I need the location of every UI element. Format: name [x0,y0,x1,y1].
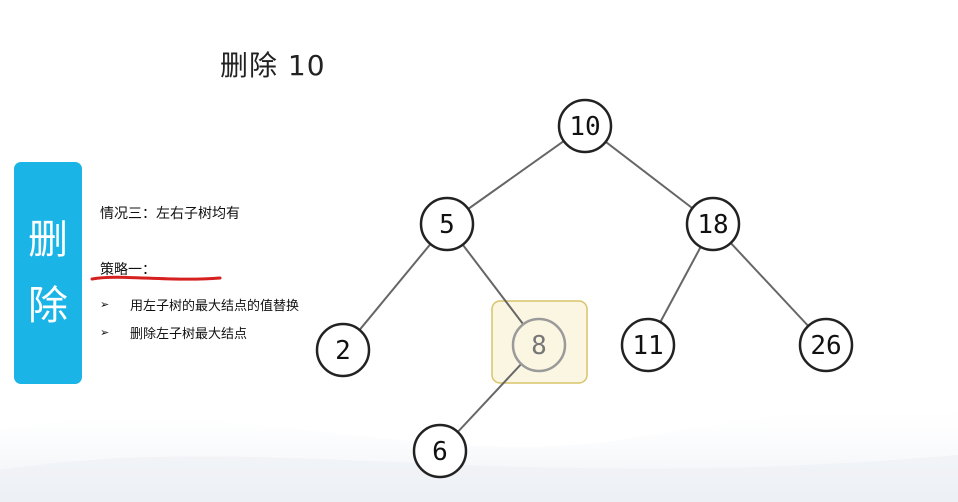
tree-node-6: 6 [412,423,468,479]
strategy-label: 策略一： [100,262,156,278]
node-circle [685,196,741,252]
node-label: 5 [439,210,455,240]
bullet-text: 用左子树的最大结点的值替换 [130,298,300,314]
bullet-item: ➢ 用左子树的最大结点的值替换 [100,290,299,318]
tree-node-10: 10 [557,98,613,154]
page-title: 删除 10 [220,49,326,82]
node-circle [798,317,854,373]
tree-node-5: 5 [419,196,475,252]
tree-node-8: 8 [511,317,567,373]
node-label: 10 [569,112,600,142]
node-label: 26 [810,331,841,361]
node-circle [315,322,371,378]
side-tab: 删 除 [14,162,82,384]
red-underline [90,275,222,281]
case-description: 情况三：左右子树均有 [100,206,240,222]
tree-edge-n10-n5 [446,125,586,225]
tree-node-18: 18 [685,196,741,252]
node-label: 2 [335,336,351,366]
side-tab-char-2: 除 [28,283,68,329]
node-label: 8 [531,331,547,361]
node-label: 6 [432,437,448,467]
node-circle [511,317,567,373]
tree-edge-n18-n26 [712,223,827,346]
bullet-item: ➢ 删除左子树最大结点 [100,318,299,346]
tree-node-11: 11 [620,317,676,373]
node-label: 18 [697,210,728,240]
node-label: 11 [632,331,663,361]
node-circle [557,98,613,154]
node-circle [620,317,676,373]
arrow-bullet-icon: ➢ [100,325,110,339]
node-circle [412,423,468,479]
bullet-text: 删除左子树最大结点 [130,326,248,342]
tree-node-26: 26 [798,317,854,373]
arrow-bullet-icon: ➢ [100,297,110,311]
side-tab-char-1: 删 [28,217,68,263]
tree-node-2: 2 [315,322,371,378]
node-circle [419,196,475,252]
strategy-bullets: ➢ 用左子树的最大结点的值替换 ➢ 删除左子树最大结点 [100,290,299,346]
